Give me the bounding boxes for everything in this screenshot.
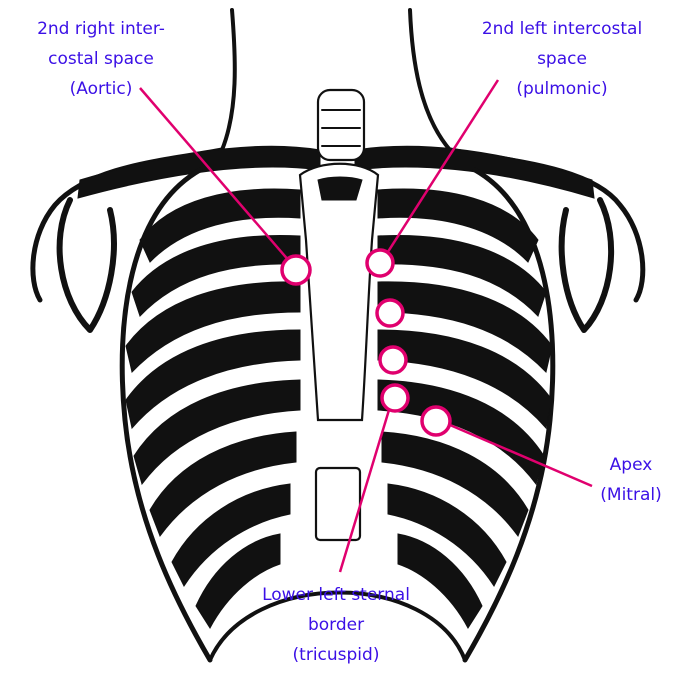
label-aortic: 2nd right inter- costal space (Aortic) [6, 14, 196, 104]
label-aortic-line1: 2nd right inter- [6, 14, 196, 44]
neck-outline-right [410, 10, 450, 150]
label-tricuspid-line1: Lower left sternal [236, 580, 436, 610]
marker-tricuspid [382, 385, 408, 411]
label-pulmonic-line2: space [456, 44, 668, 74]
marker-aortic [282, 256, 310, 284]
label-tricuspid-line3: (tricuspid) [236, 640, 436, 670]
manubrium-shading [318, 177, 362, 200]
marker-lower-sternal-3 [380, 347, 406, 373]
marker-mitral [422, 407, 450, 435]
ribs-left [126, 189, 300, 628]
neck-outline-left [222, 10, 235, 150]
label-aortic-line3: (Aortic) [6, 74, 196, 104]
marker-erbs-point [377, 300, 403, 326]
label-mitral-line1: Apex [588, 450, 674, 480]
marker-pulmonic [367, 250, 393, 276]
label-pulmonic: 2nd left intercostal space (pulmonic) [456, 14, 668, 104]
label-mitral-line2: (Mitral) [588, 480, 674, 510]
label-mitral: Apex (Mitral) [588, 450, 674, 510]
label-tricuspid: Lower left sternal border (tricuspid) [236, 580, 436, 670]
label-pulmonic-line1: 2nd left intercostal [456, 14, 668, 44]
label-tricuspid-line2: border [236, 610, 436, 640]
scapula-right [562, 200, 611, 330]
label-pulmonic-line3: (pulmonic) [456, 74, 668, 104]
sternum [300, 164, 378, 420]
trachea [318, 90, 364, 160]
scapula-left [60, 200, 114, 330]
label-aortic-line2: costal space [6, 44, 196, 74]
